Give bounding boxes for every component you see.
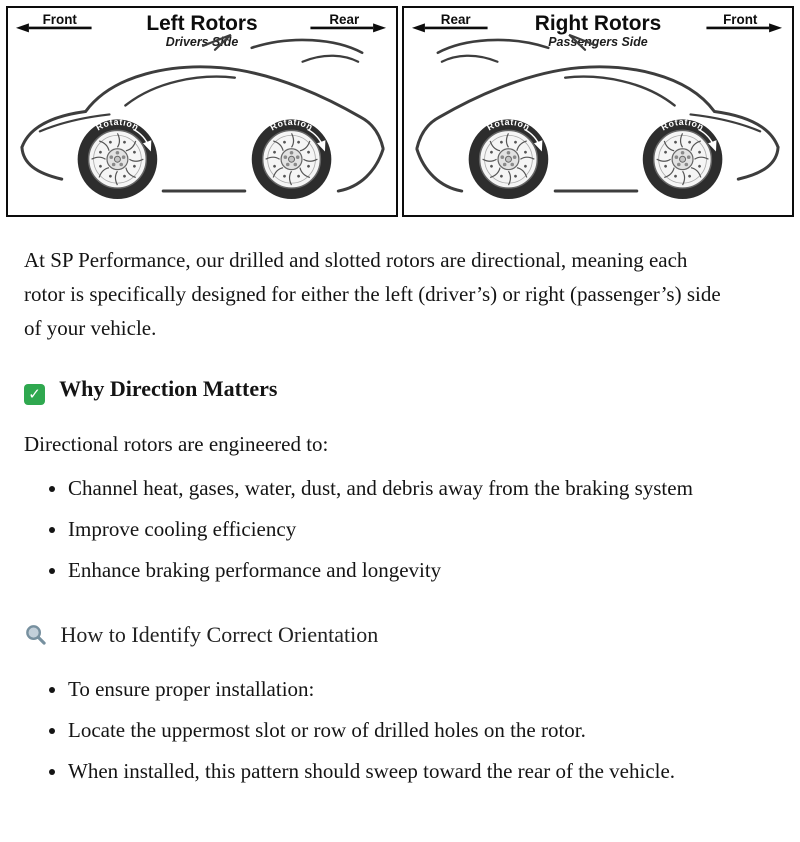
heading-text: Why Direction Matters [59,375,278,401]
list-item: When installed, this pattern should swee… [68,754,713,788]
front-direction-arrow: Front [15,12,92,33]
svg-text:Rotation: Rotation [659,117,706,133]
car-illustration-mirrored [417,35,778,199]
list-item: Locate the uppermost slot or row of dril… [68,713,713,747]
svg-text:Rotation: Rotation [94,117,141,133]
check-icon: ✓ [24,383,45,405]
rear-direction-arrow: Rear [310,12,387,33]
svg-text:Rotation: Rotation [268,117,315,133]
svg-text:Rotation: Rotation [485,117,532,133]
why-direction-heading: ✓ Why Direction Matters [24,371,776,407]
list-item: To ensure proper installation: [68,672,713,706]
rotation-arrow-icon [524,128,543,152]
intro-paragraph: At SP Performance, our drilled and slott… [24,247,721,340]
svg-text:Rear: Rear [441,12,472,27]
orientation-heading: How to Identify Correct Orientation [24,617,776,653]
svg-text:Rear: Rear [329,12,360,27]
rear-direction-arrow: Rear [411,12,488,33]
list-item: Enhance braking performance and longevit… [68,553,713,587]
panel-title: Right Rotors [535,12,661,35]
panel-subtitle: Passengers Side [548,35,648,49]
rotation-label: Rotation [659,117,705,133]
rotation-arrow-icon [132,128,152,152]
right-rotors-illustration: Right Rotors Passengers Side Rear Front … [411,12,783,215]
rotation-label: Rotation [94,117,140,133]
svg-text:Front: Front [723,12,758,27]
left-rotors-panel: Left Rotors Drivers Side Front Rear Rota… [6,6,398,217]
heading-text: How to Identify Correct Orientation [60,621,379,647]
left-rotors-illustration: Left Rotors Drivers Side Front Rear Rota… [15,12,387,215]
orientation-list: To ensure proper installation: Locate th… [24,672,776,788]
rotation-label: Rotation [485,117,531,133]
svg-text:Front: Front [43,12,78,27]
list-item: Channel heat, gases, water, dust, and de… [68,471,713,505]
car-illustration [22,35,383,199]
panel-title: Left Rotors [146,12,257,35]
rotation-label: Rotation [268,117,314,133]
magnifier-icon [26,624,46,645]
engineered-lead: Directional rotors are engineered to: [24,431,329,456]
right-rotors-panel: Right Rotors Passengers Side Rear Front … [402,6,794,217]
list-item: Improve cooling efficiency [68,512,713,546]
product-description: At SP Performance, our drilled and slott… [0,221,800,842]
benefits-list: Channel heat, gases, water, dust, and de… [24,471,776,587]
rotation-arrow-icon [307,128,326,152]
rotation-arrow-icon [698,128,717,152]
rotor-direction-diagram: Left Rotors Drivers Side Front Rear Rota… [0,0,800,221]
front-direction-arrow: Front [706,12,783,33]
